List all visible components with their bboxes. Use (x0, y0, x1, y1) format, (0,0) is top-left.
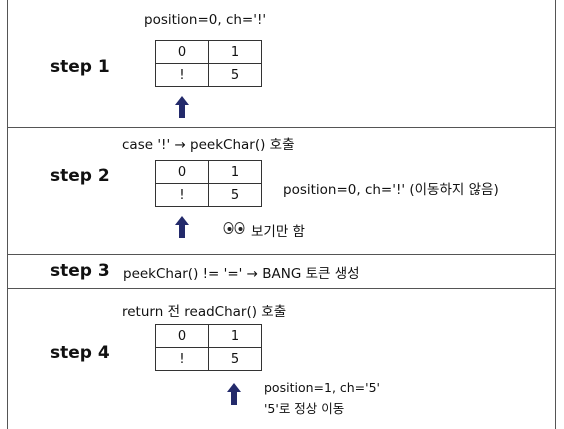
divider-3 (7, 288, 556, 289)
char-cell: ! (155, 183, 209, 207)
index-cell: 1 (208, 160, 262, 184)
up-arrow-icon (175, 96, 189, 118)
table-row: ! 5 (155, 347, 262, 371)
step-3-label: step 3 (50, 261, 110, 281)
char-cell: 5 (208, 63, 262, 87)
step-4-label: step 4 (50, 343, 110, 363)
step-2-table: 0 1 ! 5 (155, 160, 262, 207)
up-arrow-icon (175, 216, 189, 238)
char-cell: 5 (208, 347, 262, 371)
step-4-caption: return 전 readChar() 호출 (122, 304, 287, 320)
table-row: 0 1 (155, 40, 262, 64)
step-1-table: 0 1 ! 5 (155, 40, 262, 87)
step-4-table: 0 1 ! 5 (155, 324, 262, 371)
eyes-icon (223, 221, 245, 238)
step-1-caption: position=0, ch='!' (144, 12, 267, 28)
step-4-note-line-2: '5'로 정상 이동 (264, 401, 345, 416)
diagram-frame (7, 0, 556, 429)
step-2-caption: case '!' → peekChar() 호출 (122, 137, 295, 153)
table-row: ! 5 (155, 183, 262, 207)
char-cell: ! (155, 63, 209, 87)
divider-2 (7, 254, 556, 255)
step-2-label: step 2 (50, 166, 110, 186)
index-cell: 0 (155, 324, 209, 348)
step-1-label: step 1 (50, 57, 110, 77)
step-3-caption: peekChar() != '=' → BANG 토큰 생성 (123, 266, 360, 282)
table-row: 0 1 (155, 324, 262, 348)
divider-1 (7, 127, 556, 128)
char-cell: 5 (208, 183, 262, 207)
index-cell: 1 (208, 324, 262, 348)
step-2-side-note: position=0, ch='!' (이동하지 않음) (283, 182, 499, 198)
up-arrow-icon (227, 383, 241, 405)
index-cell: 0 (155, 40, 209, 64)
step-2-peek-note: 보기만 함 (251, 224, 305, 240)
step-4-note-line-1: position=1, ch='5' (264, 380, 380, 395)
table-row: 0 1 (155, 160, 262, 184)
index-cell: 0 (155, 160, 209, 184)
index-cell: 1 (208, 40, 262, 64)
char-cell: ! (155, 347, 209, 371)
table-row: ! 5 (155, 63, 262, 87)
